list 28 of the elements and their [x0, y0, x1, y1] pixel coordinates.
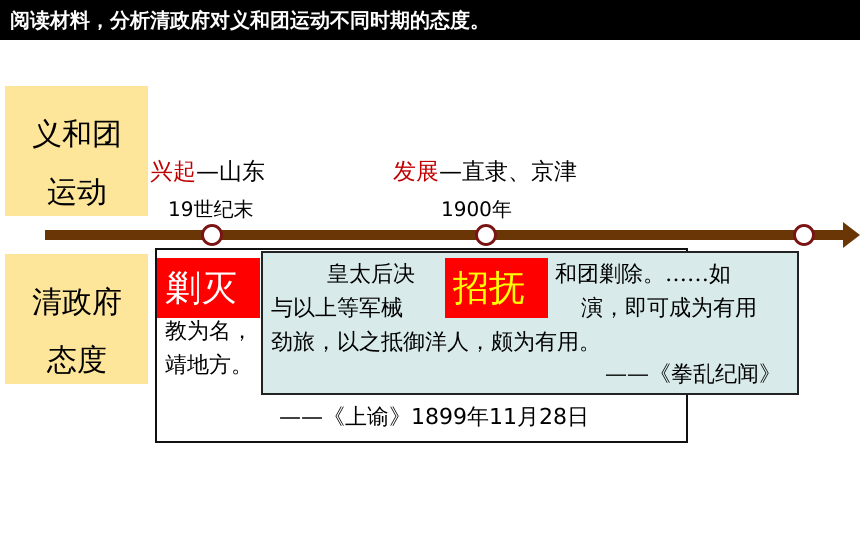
quote-source: ——《拳乱纪闻》: [605, 361, 781, 389]
box-heading: 义和团运动: [31, 116, 123, 212]
timeline-point: [475, 224, 497, 246]
timeline-point: [793, 224, 815, 246]
timeline-point: [201, 224, 223, 246]
slide-title: 阅读材料，分析清政府对义和团运动不同时期的态度。: [10, 7, 490, 34]
quote-text: 与以上等军械: [271, 295, 403, 323]
quote-card: [261, 251, 799, 395]
box-heading: 清政府态度: [31, 284, 123, 380]
tag-label: 剿灭: [165, 267, 237, 311]
quote-source: ——《上谕》1899年11月28日: [279, 404, 589, 432]
place-label: —直隶、京津: [439, 159, 577, 185]
quote-text: 演，即可成为有用: [581, 295, 757, 323]
stage-label: 发展: [393, 159, 439, 185]
tag-label: 招抚: [453, 267, 525, 311]
quote-text: 劲旅，以之抵御洋人，颇为有用。: [271, 329, 601, 357]
attitude-tag: [445, 258, 548, 318]
stage-label: 兴起: [150, 159, 196, 185]
quote-text: 靖地方。: [165, 352, 253, 380]
date-label: 19世纪末: [168, 196, 254, 223]
quote-text: 和团剿除。……如: [555, 261, 731, 289]
date-label: 1900年: [441, 196, 512, 223]
category-box: [5, 86, 148, 216]
attitude-tag: [157, 258, 260, 318]
quote-text: 教为名，: [165, 318, 253, 346]
category-box: [5, 254, 148, 384]
quote-text: 皇太后决: [327, 261, 415, 289]
place-label: —山东: [196, 159, 265, 185]
